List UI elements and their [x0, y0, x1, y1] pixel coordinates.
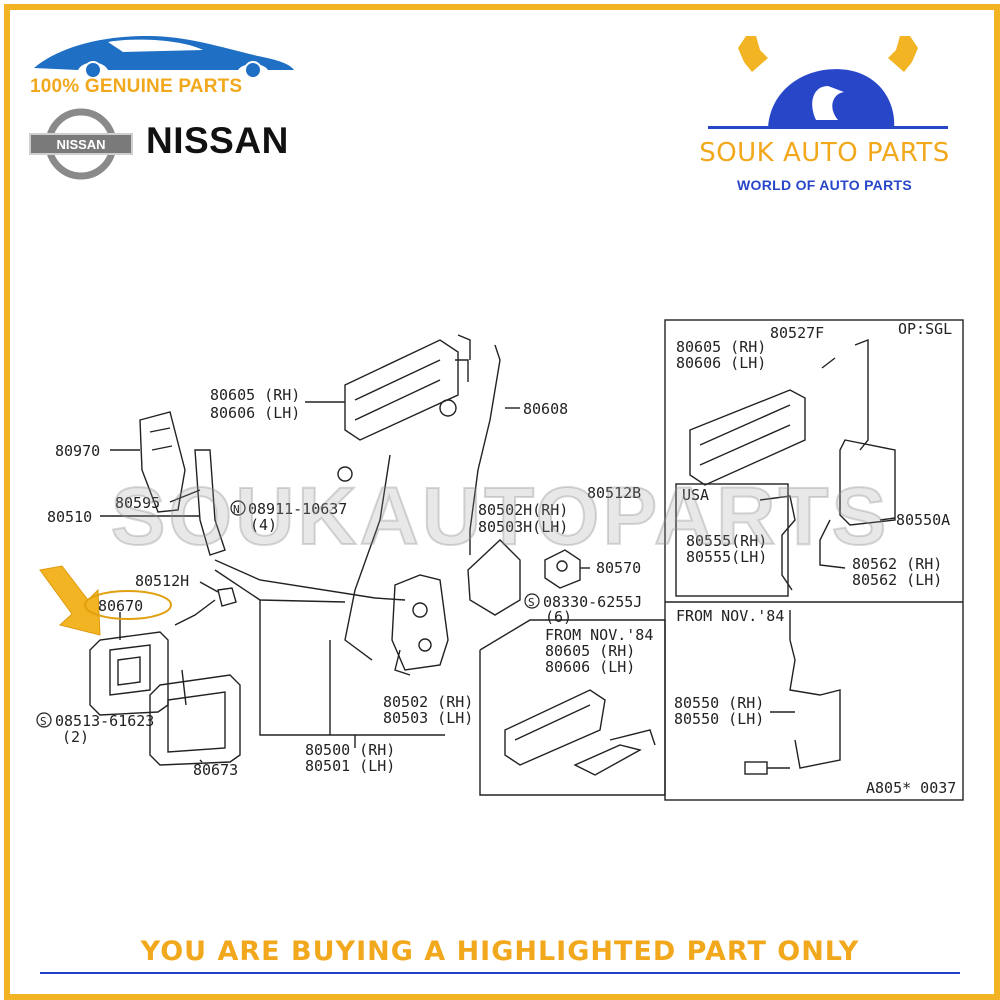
label-08330-qty: (6) [545, 608, 572, 626]
actuator-80550a [839, 439, 896, 526]
label-80550-rh: 80550 (RH) [674, 694, 764, 712]
label-80570: 80570 [596, 559, 641, 577]
label-80510: 80510 [47, 508, 92, 526]
switch-80555 [759, 495, 796, 591]
label-08911-qty: (4) [250, 516, 277, 534]
label-80501-lh: 80501 (LH) [305, 757, 395, 775]
inset-box-usa [675, 483, 789, 597]
highlight-arrow-icon [39, 565, 101, 636]
label-80502h: 80502H(RH) [478, 501, 568, 519]
inside-handle-80670-drawing [89, 631, 169, 716]
label-08330: 08330-6255J [543, 593, 642, 611]
watermark-text: SOUKAUTOPARTS [110, 470, 890, 563]
svg-text:S: S [528, 596, 535, 609]
inset-right-handle-drawing [689, 338, 869, 486]
label-r-80605-rh: 80605 (RH) [676, 338, 766, 356]
label-80562-lh: 80562 (LH) [852, 571, 942, 589]
label-op-sgl: OP:SGL [898, 320, 952, 338]
label-80555-lh: 80555(LH) [686, 548, 767, 566]
footer-rule [40, 972, 960, 974]
svg-text:N: N [233, 503, 240, 516]
label-80502-rh: 80502 (RH) [383, 693, 473, 711]
genuine-parts-text: 100% GENUINE PARTS [30, 76, 243, 97]
label-ref-code: A805* 0037 [866, 779, 956, 797]
label-80673: 80673 [193, 761, 238, 779]
rod-long [214, 559, 406, 601]
label-80550-lh: 80550 (LH) [674, 710, 764, 728]
rod-80608 [469, 344, 501, 555]
inset-lower-handle-drawing [504, 689, 656, 776]
label-80608: 80608 [523, 400, 568, 418]
actuator-80550 [789, 639, 841, 769]
part-80570 [544, 549, 581, 589]
clip-80512h [217, 587, 237, 607]
bellcrank-80595 [194, 449, 226, 556]
label-inset-80606-lh: 80606 (LH) [545, 658, 635, 676]
label-usa: USA [682, 486, 709, 504]
outside-handle-drawing [344, 334, 471, 441]
escutcheon-80673 [149, 674, 241, 766]
label-80670: 80670 [98, 597, 143, 615]
label-08513: 08513-61623 [55, 712, 154, 730]
label-r-80606-lh: 80606 (LH) [676, 354, 766, 372]
label-80555-rh: 80555(RH) [686, 532, 767, 550]
inset-box-lower [479, 619, 666, 796]
label-80503h: 80503H(LH) [478, 518, 568, 536]
label-from-nov-84: FROM NOV.'84 [545, 626, 653, 644]
inset-box-outer [664, 319, 964, 801]
label-80605-rh: 80605 (RH) [210, 386, 300, 404]
label-08911: 08911-10637 [248, 500, 347, 518]
label-80970: 80970 [55, 442, 100, 460]
label-from-nov-84-b: FROM NOV.'84 [676, 607, 784, 625]
label-80595: 80595 [115, 494, 160, 512]
label-80606-lh: 80606 (LH) [210, 404, 300, 422]
footer-notice: YOU ARE BUYING A HIGHLIGHTED PART ONLY [140, 936, 860, 967]
label-80527f: 80527F [770, 324, 824, 342]
label-80500-rh: 80500 (RH) [305, 741, 395, 759]
highlight-circle [84, 590, 172, 620]
svg-text:S: S [40, 715, 47, 728]
nissan-brand-name: NISSAN [146, 120, 289, 161]
souk-logo-icon [708, 36, 948, 129]
seller-tagline: WORLD OF AUTO PARTS [737, 177, 912, 193]
label-inset-80605-rh: 80605 (RH) [545, 642, 635, 660]
nissan-emblem-text: NISSAN [56, 137, 105, 152]
label-80503-lh: 80503 (LH) [383, 709, 473, 727]
car-silhouette-icon [34, 36, 294, 78]
label-80550a: 80550A [896, 511, 950, 529]
bracket-80502h [467, 539, 521, 616]
label-80512h: 80512H [135, 572, 189, 590]
remote-handle-80970 [139, 411, 186, 513]
seller-name: SOUK AUTO PARTS [699, 138, 950, 168]
label-08513-qty: (2) [62, 728, 89, 746]
label-80562-rh: 80562 (RH) [852, 555, 942, 573]
label-80512b: 80512B [587, 484, 641, 502]
nissan-emblem-logo: NISSAN [29, 108, 133, 180]
lock-assembly-80502 [391, 574, 449, 676]
